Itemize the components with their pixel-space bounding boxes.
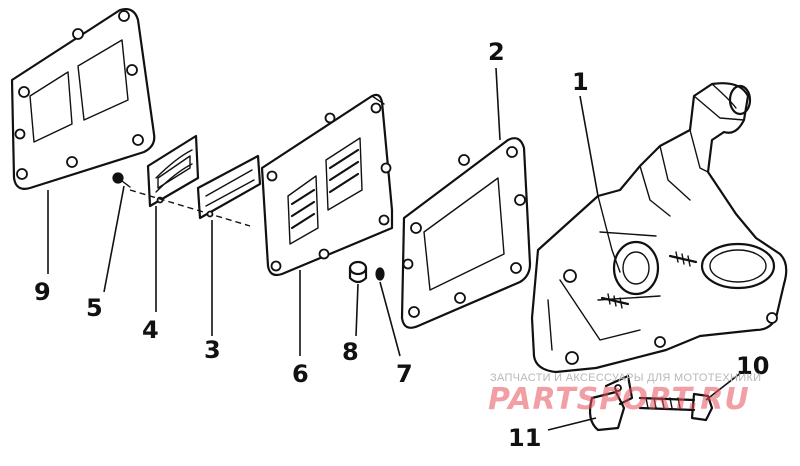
callout-10: 10 bbox=[736, 352, 770, 380]
callout-3: 3 bbox=[204, 336, 221, 364]
callout-11: 11 bbox=[508, 424, 542, 452]
reed-stop-part-4 bbox=[129, 134, 251, 312]
callout-4: 4 bbox=[142, 316, 159, 344]
reed-plate-part-6 bbox=[260, 93, 394, 356]
bushing-part-8 bbox=[348, 260, 368, 337]
callout-8: 8 bbox=[342, 338, 359, 366]
gasket-part-9 bbox=[10, 8, 156, 274]
callout-2: 2 bbox=[488, 38, 505, 66]
callout-5: 5 bbox=[86, 294, 103, 322]
clamp-part-11 bbox=[547, 374, 634, 432]
screw-part-5 bbox=[103, 172, 131, 293]
housing-part-1 bbox=[530, 82, 788, 374]
callout-1: 1 bbox=[572, 68, 589, 96]
bolt-part-10 bbox=[638, 371, 743, 422]
watermark-tagline: ЗАПЧАСТИ И АКСЕССУАРЫ ДЛЯ МОТОТЕХНИКИ bbox=[490, 372, 762, 384]
callout-6: 6 bbox=[292, 360, 309, 388]
watermark-brand: PARTSPORT.RU bbox=[488, 382, 750, 417]
callout-9: 9 bbox=[34, 278, 51, 306]
pin-part-7 bbox=[375, 267, 401, 357]
reed-valve-part-3 bbox=[196, 154, 262, 336]
callout-7: 7 bbox=[396, 360, 413, 388]
gasket-part-2 bbox=[400, 67, 532, 329]
